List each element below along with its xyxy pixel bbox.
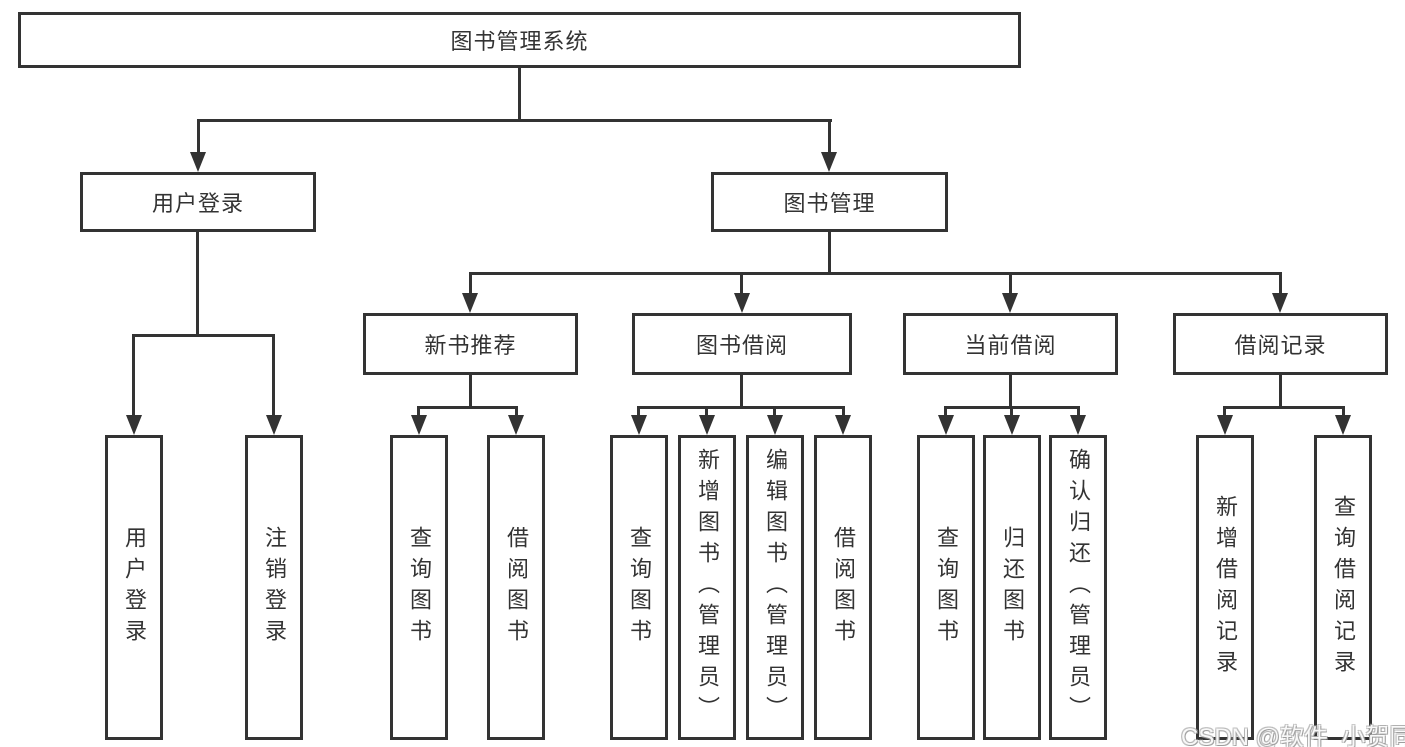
arrowhead-leaf-user-login-icon (126, 415, 142, 435)
connector-drop-current-borrow (1009, 272, 1012, 299)
connector-book-borrow-stem (740, 375, 743, 407)
arrowhead-user-login-icon (190, 152, 206, 172)
connector-current-borrow-stem (1009, 375, 1012, 407)
arrowhead-bb-edit-icon (767, 415, 783, 435)
connector-drop-nbr-borrow (515, 406, 518, 421)
arrowhead-cb-confirm-icon (1070, 415, 1086, 435)
connector-drop-user-login (197, 119, 200, 158)
connector-user-login-rail (132, 334, 274, 337)
connector-drop-new-book-rec (469, 272, 472, 299)
arrowhead-bb-query-icon (631, 415, 647, 435)
leaf-current-confirm-return-admin: 确认归还（管理员） (1049, 435, 1107, 740)
connector-borrow-record-rail (1223, 406, 1344, 409)
connector-new-book-rec-rail (417, 406, 518, 409)
node-root: 图书管理系统 (18, 12, 1021, 68)
arrowhead-cb-query-icon (938, 415, 954, 435)
arrowhead-nbr-query-icon (411, 415, 427, 435)
connector-drop-cb-query (944, 406, 947, 421)
connector-drop-bb-add (705, 406, 708, 421)
connector-drop-book-borrow (740, 272, 743, 299)
arrowhead-br-add-icon (1217, 415, 1233, 435)
arrowhead-book-borrow-icon (734, 293, 750, 313)
node-new-book-recommend: 新书推荐 (363, 313, 578, 375)
leaf-borrow-borrow-book: 借阅图书 (814, 435, 872, 740)
leaf-logout: 注销登录 (245, 435, 303, 740)
arrowhead-bb-borrow-icon (835, 415, 851, 435)
csdn-watermark: CSDN @软件_小贺同学 (1181, 724, 1405, 747)
node-current-borrow: 当前借阅 (903, 313, 1118, 375)
connector-book-mgmt-stem (828, 232, 831, 273)
arrowhead-cb-return-icon (1004, 415, 1020, 435)
leaf-current-query-book: 查询图书 (917, 435, 975, 740)
connector-drop-leaf-logout (272, 334, 275, 421)
connector-book-mgmt-rail (469, 272, 1282, 275)
leaf-record-add-borrow-record: 新增借阅记录 (1196, 435, 1254, 740)
connector-user-login-stem (196, 232, 199, 335)
connector-root-rail (197, 119, 832, 122)
connector-drop-br-query (1342, 406, 1345, 421)
arrowhead-leaf-logout-icon (266, 415, 282, 435)
connector-root-stem (518, 68, 521, 120)
connector-drop-bb-edit (773, 406, 776, 421)
leaf-current-return-book: 归还图书 (983, 435, 1041, 740)
connector-drop-bb-query (637, 406, 640, 421)
connector-drop-br-add (1223, 406, 1226, 421)
connector-new-book-rec-stem (469, 375, 472, 407)
node-book-management: 图书管理 (711, 172, 948, 232)
arrowhead-book-mgmt-icon (821, 152, 837, 172)
connector-drop-nbr-query (417, 406, 420, 421)
leaf-borrow-add-book-admin: 新增图书（管理员） (678, 435, 736, 740)
connector-book-borrow-rail (637, 406, 845, 409)
arrowhead-borrow-record-icon (1272, 293, 1288, 313)
arrowhead-br-query-icon (1335, 415, 1351, 435)
node-borrow-record: 借阅记录 (1173, 313, 1388, 375)
connector-drop-leaf-user-login (132, 334, 135, 421)
connector-drop-bb-borrow (842, 406, 845, 421)
arrowhead-new-book-rec-icon (462, 293, 478, 313)
connector-drop-cb-confirm (1077, 406, 1080, 421)
leaf-borrow-edit-book-admin: 编辑图书（管理员） (746, 435, 804, 740)
leaf-recommend-borrow-book: 借阅图书 (487, 435, 545, 740)
leaf-borrow-query-book: 查询图书 (610, 435, 668, 740)
leaf-record-query-borrow-record: 查询借阅记录 (1314, 435, 1372, 740)
node-user-login: 用户登录 (80, 172, 316, 232)
leaf-recommend-query-book: 查询图书 (390, 435, 448, 740)
node-book-borrow: 图书借阅 (632, 313, 852, 375)
arrowhead-nbr-borrow-icon (508, 415, 524, 435)
connector-drop-borrow-record (1279, 272, 1282, 299)
leaf-user-login: 用户登录 (105, 435, 163, 740)
connector-borrow-record-stem (1279, 375, 1282, 407)
arrowhead-bb-add-icon (699, 415, 715, 435)
connector-drop-book-mgmt (828, 119, 831, 158)
connector-drop-cb-return (1010, 406, 1013, 421)
arrowhead-current-borrow-icon (1002, 293, 1018, 313)
